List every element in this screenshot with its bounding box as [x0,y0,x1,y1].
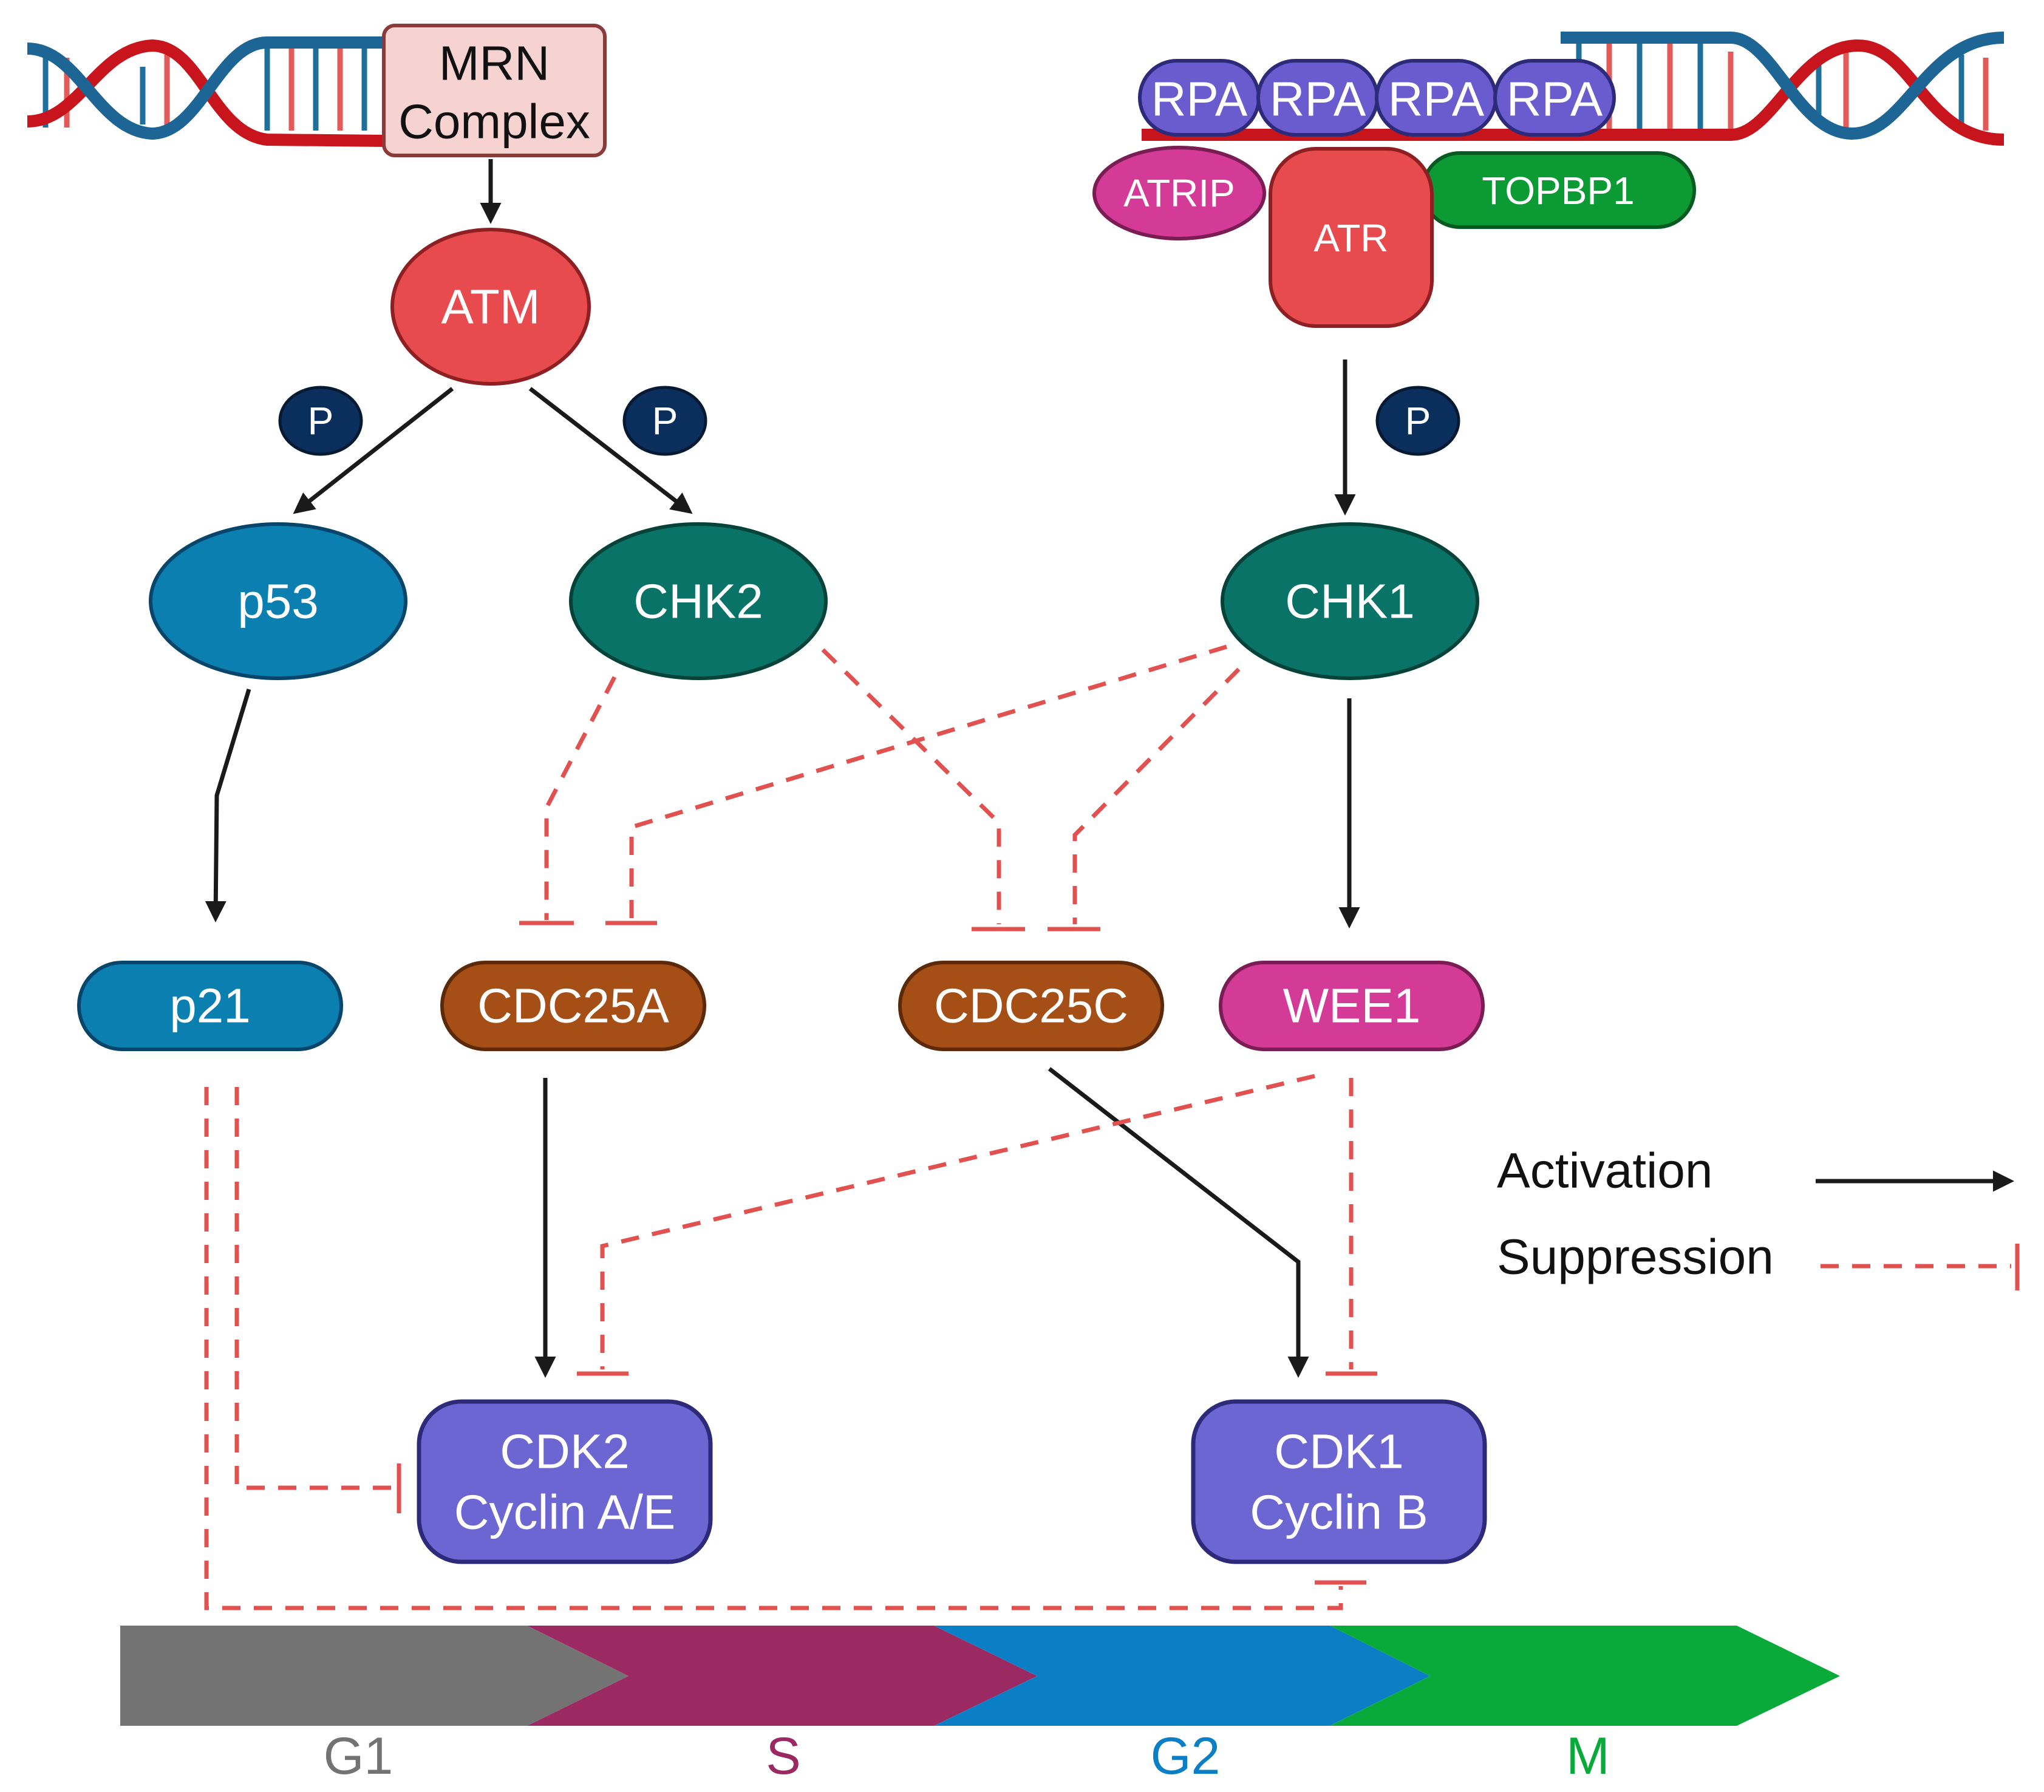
phase-s-label: S [766,1727,800,1785]
atm-node: ATM [390,228,591,386]
cdk2-label-line1: CDK2 [500,1425,629,1479]
activation-arrows [205,159,1360,1378]
rpa-label-4: RPA [1507,72,1603,126]
phase-g2-segment [934,1626,1430,1726]
phospho-label-3: P [1405,399,1431,443]
rpa-label-2: RPA [1270,72,1366,126]
cdk2-label-line2: Cyclin A/E [454,1485,676,1539]
rpa-label-3: RPA [1388,72,1485,126]
dna-helix-left [27,36,389,147]
wee1-label: WEE1 [1283,979,1421,1033]
suppress-wee1-cdk2 [600,1074,1315,1369]
arrow-atm-to-chk2 [528,387,693,514]
topbp1-label: TOPBP1 [1482,169,1634,213]
rpa-label-1: RPA [1151,72,1248,126]
phospho-badge-chk1: P [1375,386,1460,456]
atr-label: ATR [1313,216,1388,260]
p53-label: p53 [237,574,318,629]
phospho-label-1: P [308,399,334,443]
phase-s-segment [527,1626,1037,1726]
mrn-label-line2: Complex [398,95,590,149]
arrow-cdc25c-to-cdk1 [1048,1067,1309,1378]
atrip-label: ATRIP [1123,171,1235,215]
cdc25c-node: CDC25C [898,961,1164,1051]
phase-m-label: M [1566,1727,1610,1785]
arrow-p53-to-p21 [205,688,251,922]
legend-activation-label: Activation [1497,1143,1713,1199]
chk1-label: CHK1 [1285,574,1414,629]
cdk2-cyclin-ae-node: CDK2 Cyclin A/E [417,1399,713,1564]
rpa-cluster: RPA RPA RPA RPA [1138,59,1616,137]
mrn-label-line1: MRN [439,36,550,90]
chk2-label: CHK2 [633,574,763,629]
phase-g1-segment [120,1626,629,1726]
phase-g1-label: G1 [324,1727,393,1785]
p21-label: p21 [169,979,250,1033]
phase-m-segment [1330,1626,1840,1726]
cdk1-cyclin-b-node: CDK1 Cyclin B [1191,1399,1487,1564]
p53-node: p53 [149,522,407,680]
arrow-atm-to-p53 [293,387,454,514]
atm-label: ATM [441,280,540,334]
suppress-chk2-cdc25c [821,648,1001,924]
atrip-node: ATRIP [1092,146,1266,240]
topbp1-node: TOPBP1 [1421,151,1696,229]
phase-g2-label: G2 [1151,1727,1221,1785]
cdk1-label-line2: Cyclin B [1250,1485,1428,1539]
cdk1-label-line1: CDK1 [1274,1425,1403,1479]
phospho-badge-p53: P [278,386,363,456]
phospho-label-2: P [652,399,678,443]
suppression-lines [204,644,1377,1610]
phospho-badge-chk2: P [622,386,707,456]
suppress-p21-cdk1 [204,1087,1343,1610]
cell-cycle-band: G1 S G2 M [120,1626,1840,1785]
suppress-p21-cdk2 [234,1087,398,1490]
cdc25a-node: CDC25A [440,961,706,1051]
cdc25a-label: CDC25A [477,979,669,1033]
legend-suppression-label: Suppression [1497,1230,1774,1285]
chk2-node: CHK2 [569,522,828,680]
wee1-node: WEE1 [1219,961,1485,1051]
suppress-chk2-cdc25a [544,676,617,920]
p21-node: p21 [77,961,343,1051]
legend: Activation Suppression [1497,1143,2020,1290]
atr-node: ATR [1269,147,1434,328]
cdc25c-label: CDC25C [934,979,1128,1033]
suppress-chk1-cdc25c [1072,667,1241,924]
chk1-node: CHK1 [1221,522,1479,680]
mrn-complex: MRN Complex [382,24,607,157]
suppress-chk1-cdc25a [629,644,1228,920]
